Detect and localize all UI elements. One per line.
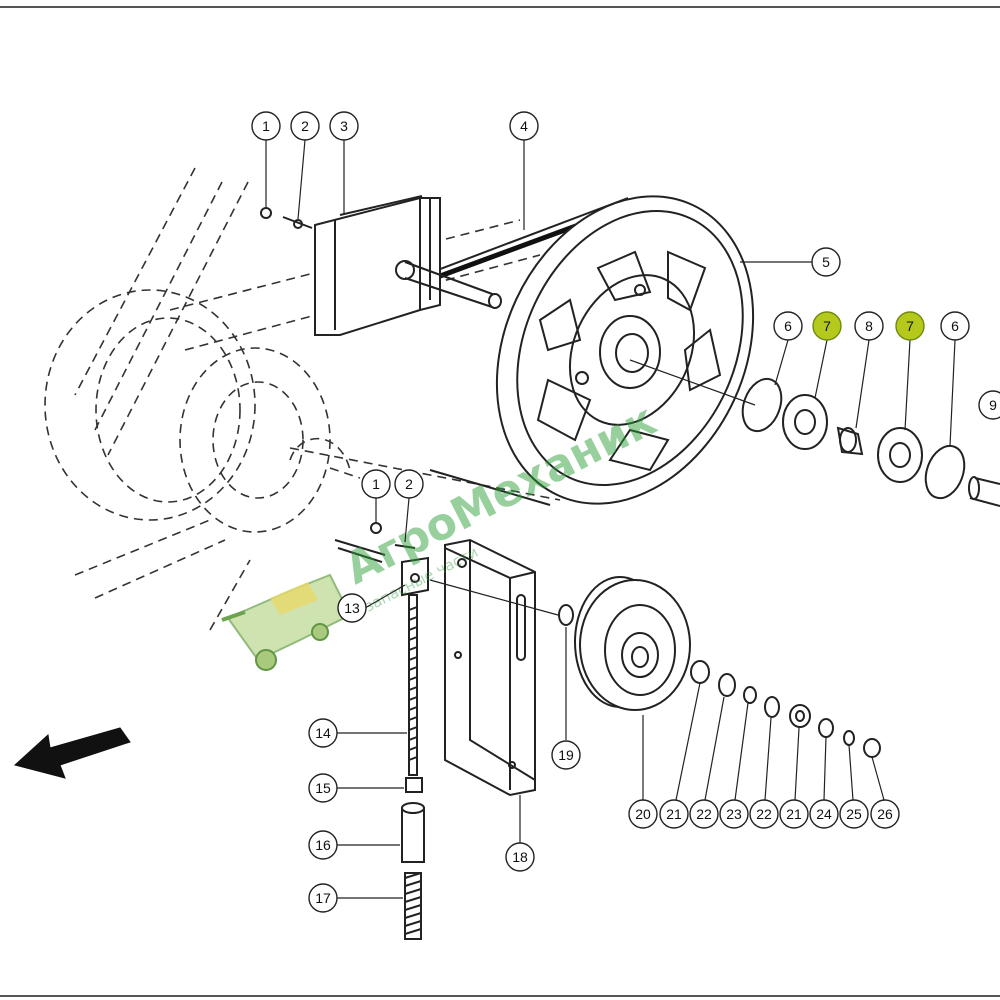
shaft-parts [629,359,1000,507]
svg-text:20: 20 [635,806,651,822]
callout-2: 2 [290,111,320,141]
svg-text:13: 13 [344,600,360,616]
callout-3: 3 [329,111,359,141]
idler-bracket [444,538,536,797]
large-pulley [495,195,755,505]
svg-text:1: 1 [372,476,380,492]
svg-text:18: 18 [512,849,528,865]
svg-text:5: 5 [822,254,830,270]
callout-5: 5 [811,247,841,277]
bolt-lower [334,522,416,563]
callout-14: 14 [308,718,338,748]
belt-guide-bracket [314,195,502,336]
callout-1: 1 [361,469,391,499]
svg-text:2: 2 [405,476,413,492]
svg-text:3: 3 [340,118,348,134]
svg-text:17: 17 [315,890,331,906]
svg-text:21: 21 [666,806,682,822]
callout-22: 22 [749,799,779,829]
harvester-icon [221,573,352,671]
bolt-top [260,207,313,229]
callout-1: 1 [251,111,281,141]
svg-text:19: 19 [558,747,574,763]
washer-19 [429,579,574,626]
callout-7-highlighted: 7 [812,311,842,341]
callout-4: 4 [509,111,539,141]
svg-text:1: 1 [262,118,270,134]
svg-text:6: 6 [951,318,959,334]
callout-2: 2 [394,469,424,499]
callout-26: 26 [870,799,900,829]
svg-text:8: 8 [865,318,873,334]
svg-text:16: 16 [315,837,331,853]
svg-text:22: 22 [696,806,712,822]
callout-6: 6 [940,311,970,341]
svg-text:23: 23 [726,806,742,822]
callout-21: 21 [779,799,809,829]
callout-25: 25 [839,799,869,829]
leader-lines [265,139,956,899]
callout-18: 18 [505,842,535,872]
callout-7-highlighted: 7 [895,311,925,341]
callout-17: 17 [308,883,338,913]
svg-text:22: 22 [756,806,772,822]
callout-24: 24 [809,799,839,829]
svg-text:21: 21 [786,806,802,822]
svg-text:7: 7 [906,318,914,334]
callout-6: 6 [773,311,803,341]
svg-text:6: 6 [784,318,792,334]
callout-23: 23 [719,799,749,829]
callout-13: 13 [337,593,367,623]
tension-rod-assembly [401,556,429,940]
svg-text:24: 24 [816,806,832,822]
callouts: 1 2 3 4 5 6 7 8 7 6 9 1 2 13 14 15 16 17… [251,111,1000,913]
svg-text:7: 7 [823,318,831,334]
svg-text:14: 14 [315,725,331,741]
callout-8: 8 [854,311,884,341]
svg-text:2: 2 [301,118,309,134]
callout-21: 21 [659,799,689,829]
callout-16: 16 [308,830,338,860]
callout-9: 9 [978,390,1000,420]
svg-text:9: 9 [989,397,997,413]
callout-22: 22 [689,799,719,829]
idler-pulley [574,576,881,758]
callout-19: 19 [551,740,581,770]
callout-20: 20 [628,799,658,829]
callout-15: 15 [308,773,338,803]
svg-text:26: 26 [877,806,893,822]
svg-text:4: 4 [520,118,528,134]
svg-text:25: 25 [846,806,862,822]
svg-text:15: 15 [315,780,331,796]
direction-arrow-icon [13,727,131,779]
